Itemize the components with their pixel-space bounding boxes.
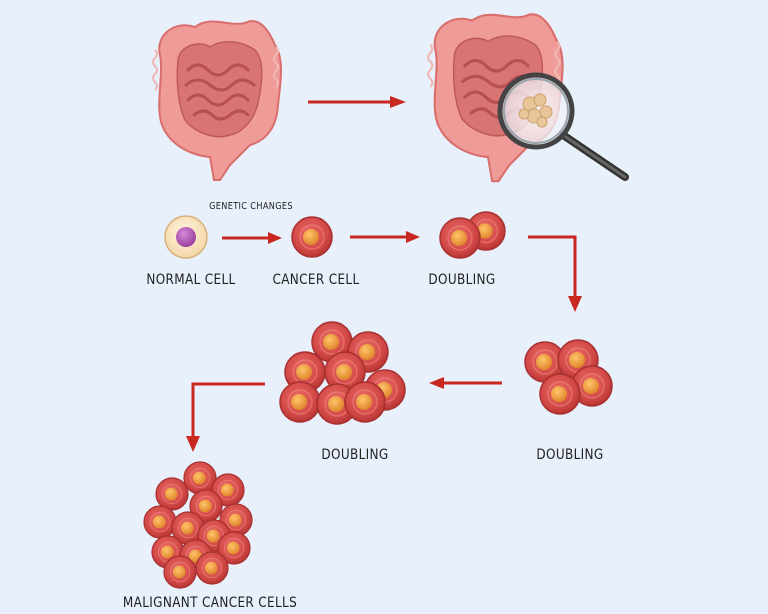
cancer-cell-icon: [291, 216, 333, 258]
normal-cell-label: NORMAL CELL: [146, 272, 236, 288]
arrow-cancer-to-doubling: [350, 231, 420, 243]
malignant-cluster-icon: [143, 461, 253, 589]
doubling-eight-cells-icon: [279, 321, 406, 425]
arrow-elbow-down: [528, 235, 582, 312]
malignant-cells-label: MALIGNANT CANCER CELLS: [122, 595, 298, 611]
doubling-four-cells-icon: [524, 339, 613, 415]
doubling-two-cells-icon: [439, 211, 506, 259]
arrow-left: [429, 377, 502, 389]
arrow-normal-to-cancer: [222, 232, 282, 244]
healthy-intestine-icon: [151, 19, 283, 182]
doubling-label-1: DOUBLING: [428, 272, 496, 288]
arrow-intestine: [308, 96, 406, 108]
normal-cell-icon: [164, 215, 208, 259]
genetic-changes-label: GENETIC CHANGES: [209, 201, 293, 212]
magnifying-glass-icon: [497, 72, 629, 181]
arrow-elbow-down-left: [186, 382, 265, 452]
cancer-cell-label: CANCER CELL: [272, 272, 360, 288]
doubling-label-2: DOUBLING: [321, 447, 389, 463]
doubling-label-3: DOUBLING: [536, 447, 604, 463]
